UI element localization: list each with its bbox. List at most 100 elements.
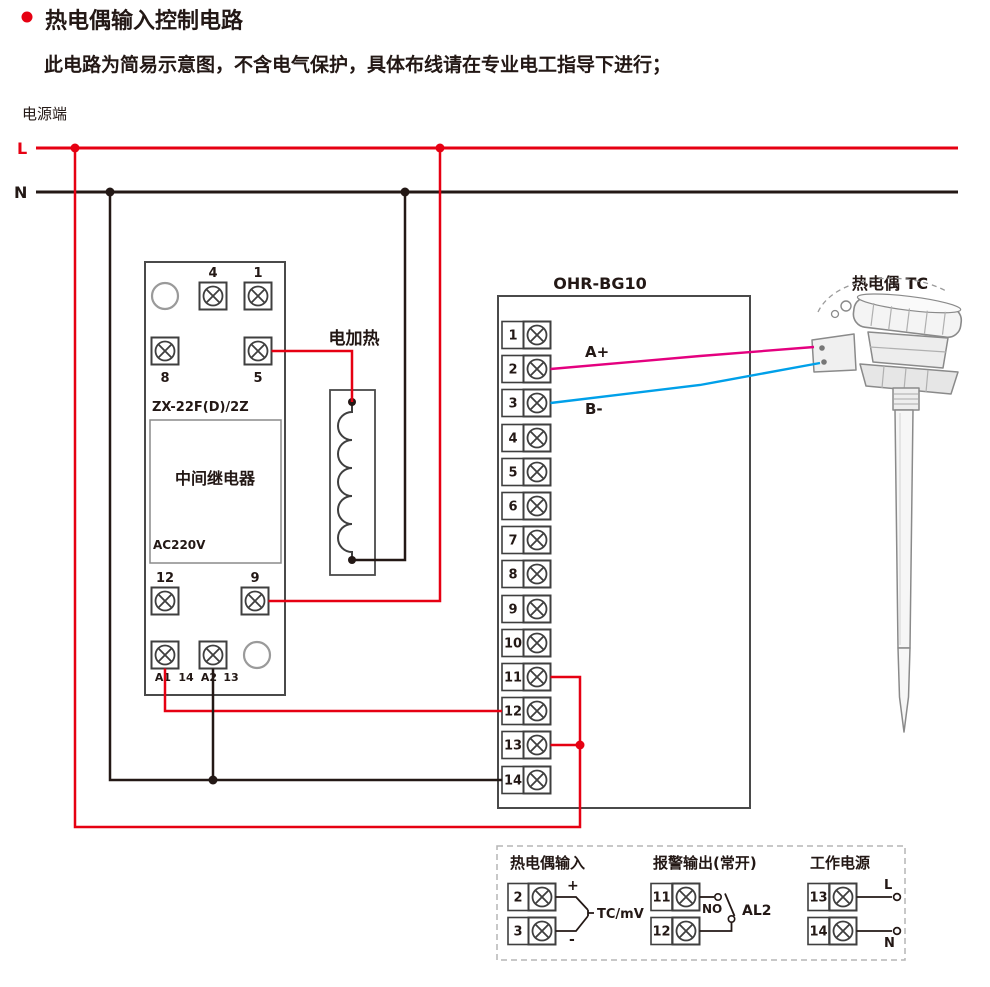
legend-power-title: 工作电源: [810, 854, 870, 872]
terminal-number: 2: [508, 363, 517, 378]
power-l-label: L: [884, 878, 892, 893]
thermocouple-label: 热电偶 TC: [852, 274, 928, 293]
terminal-number: 11: [504, 671, 522, 686]
thermocouple-graphic: 热电偶 TC: [811, 274, 963, 733]
terminal-number: 3: [508, 397, 517, 412]
relay-voltage: AC220V: [153, 538, 206, 552]
thermocouple-hex-flange: [859, 363, 959, 395]
wire-relay-5-to-heater: [271, 349, 354, 402]
wire-l-to-relay-contact-9: [268, 148, 442, 603]
screw-terminal-icon: [243, 281, 273, 311]
switch-contact-icon: [713, 892, 722, 901]
controller-terminal-7: 7: [501, 525, 552, 555]
relay-terminal-4-label: 4: [208, 266, 217, 281]
wire-a-plus: [550, 345, 815, 371]
connector-screw-icon: [821, 359, 827, 365]
relay-terminal-14-label: 14: [178, 671, 194, 684]
legend-alarm-title: 报警输出(常开): [653, 854, 757, 872]
flange-facet-line: [925, 369, 929, 393]
wire-a1-to-terminal-12: [163, 668, 502, 713]
wire-b-minus: [550, 361, 821, 405]
junction-dot: [70, 143, 80, 153]
junction-dot: [208, 775, 218, 785]
controller-terminal-12: 12: [501, 696, 552, 726]
screw-terminal-icon: [522, 388, 552, 418]
terminal-number: 12: [652, 925, 670, 940]
junction-dot: [400, 187, 410, 197]
controller-terminal-13: 13: [501, 730, 552, 760]
terminal-number: 4: [508, 432, 517, 447]
screw-terminal-icon: [522, 354, 552, 384]
relay-block: 4 1 8 5 ZX-22F(D)/2Z 中间继电器 AC220V 12 9 A…: [144, 261, 286, 696]
terminal-number: 13: [809, 891, 827, 906]
screw-terminal-icon: [522, 628, 552, 658]
screw-terminal-icon: [671, 882, 701, 912]
title-bullet-icon: [21, 11, 33, 23]
controller-terminal-6: 6: [501, 491, 552, 521]
legend-working-power: 工作电源 13 14 L N: [807, 854, 902, 951]
page-title: 热电偶输入控制电路: [45, 8, 244, 34]
relay-terminal-a2-label: A2: [201, 671, 217, 684]
controller-terminal-10: 10: [501, 628, 552, 658]
screw-terminal-icon: [522, 559, 552, 589]
relay-inner-outline: [149, 419, 282, 564]
flange-facet-line: [881, 365, 885, 389]
relay-terminal-1-label: 1: [253, 266, 262, 281]
relay-mount-hole-icon: [150, 281, 180, 311]
screw-terminal-icon: [198, 281, 228, 311]
screw-terminal-icon: [150, 640, 180, 670]
terminal-number: 7: [508, 534, 517, 549]
terminal-number: 5: [508, 466, 517, 481]
screw-terminal-icon: [198, 640, 228, 670]
flange-facet-line: [903, 367, 907, 391]
plus-sign: +: [567, 878, 579, 894]
relay-terminal-5-label: 5: [253, 371, 262, 386]
thermocouple-eyelet-icon: [830, 309, 840, 319]
screw-terminal-icon: [522, 320, 552, 350]
controller-terminal-5: 5: [501, 457, 552, 487]
screw-terminal-icon: [828, 882, 858, 912]
controller-terminal-2: 2: [501, 354, 552, 384]
screw-terminal-icon: [522, 491, 552, 521]
power-n-label: N: [884, 936, 895, 951]
tc-signal-label: TC/mV: [597, 907, 644, 922]
no-contact-label: NO: [702, 902, 722, 916]
controller-terminal-11: 11: [501, 662, 552, 692]
controller-terminal-9: 9: [501, 594, 552, 624]
screw-terminal-icon: [240, 586, 270, 616]
screw-terminal-icon: [522, 525, 552, 555]
relay-terminal-a1-label: A1: [155, 671, 171, 684]
controller-block: OHR-BG10 1 2 3 4 5 6: [497, 274, 751, 809]
junction-dot: [435, 143, 445, 153]
screw-terminal-icon: [527, 882, 557, 912]
controller-terminal-14: 14: [501, 765, 552, 795]
legend-outline: [496, 845, 906, 961]
wire-label-b-minus: B-: [585, 400, 603, 418]
screw-terminal-icon: [150, 336, 180, 366]
thermocouple-head-band: [869, 346, 947, 353]
power-l-node-icon: [892, 892, 902, 902]
screw-terminal-icon: [522, 730, 552, 760]
junction-dot: [105, 187, 115, 197]
relay-terminal-13-label: 13: [223, 671, 238, 684]
legend-tc-input: 热电偶输入 2 3 + - TC/mV: [507, 854, 644, 948]
heater-outline: [329, 389, 376, 576]
al2-label: AL2: [742, 903, 772, 919]
terminal-number: 13: [504, 739, 522, 754]
controller-terminal-4: 4: [501, 423, 552, 453]
screw-terminal-icon: [527, 916, 557, 946]
terminal-number: 6: [508, 500, 517, 515]
terminal-number: 1: [508, 329, 517, 344]
junction-dot: [575, 740, 585, 750]
power-terminal-label: 电源端: [22, 105, 67, 123]
terminal-number: 3: [513, 925, 522, 940]
page-subtitle: 此电路为简易示意图，不含电气保护，具体布线请在专业电工指导下进行；: [44, 53, 671, 76]
terminal-number: 9: [508, 603, 517, 618]
thermocouple-cap: [852, 293, 963, 339]
heater-label: 电加热: [329, 328, 380, 349]
wire-label-a-plus: A+: [585, 343, 609, 361]
screw-terminal-icon: [522, 423, 552, 453]
legend-alarm-output: 报警输出(常开) 11 12 NO AL2: [650, 854, 772, 946]
